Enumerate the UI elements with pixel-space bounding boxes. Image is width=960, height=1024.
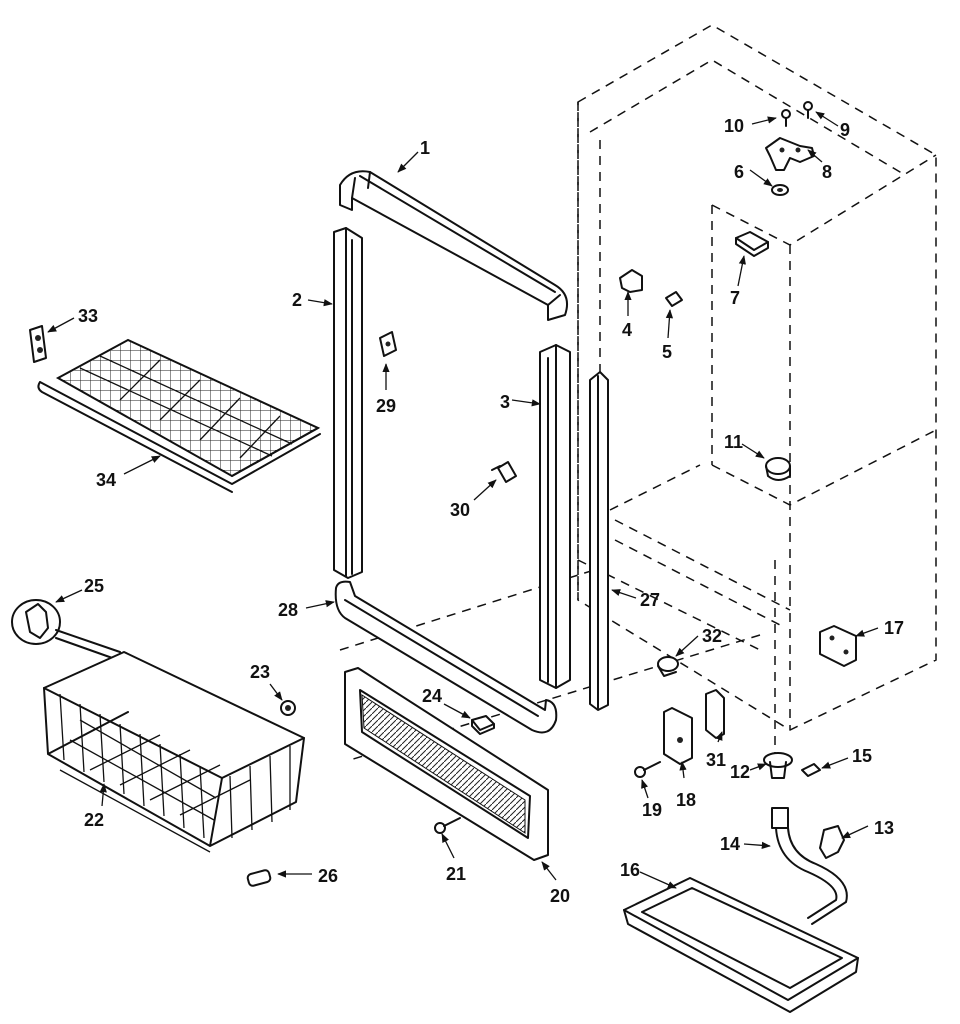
part-3-right-door-rail	[539, 344, 571, 689]
part-16-drain-pan	[623, 877, 859, 1013]
part-4-bracket	[619, 269, 643, 293]
label-part-16: 16	[620, 860, 640, 880]
part-20-kick-panel	[344, 667, 549, 861]
part-10-screw	[781, 109, 791, 127]
part-34-wire-shelf	[37, 338, 321, 493]
part-29-clip	[379, 331, 397, 357]
label-part-15: 15	[852, 746, 872, 766]
label-part-33: 33	[78, 306, 98, 326]
label-part-9: 9	[840, 120, 850, 140]
part-1-top-door-rail	[339, 170, 568, 321]
label-part-24: 24	[422, 686, 442, 706]
label-part-14: 14	[720, 834, 740, 854]
part-15-screw	[801, 763, 821, 777]
part-14-drain-tube	[771, 807, 848, 925]
part-19-screw	[634, 761, 661, 778]
label-part-26: 26	[318, 866, 338, 886]
label-part-25: 25	[84, 576, 104, 596]
part-21-screw	[434, 817, 461, 834]
part-23-fastener	[280, 700, 296, 716]
part-5-screw	[665, 291, 683, 307]
label-part-34: 34	[96, 470, 116, 490]
label-part-5: 5	[662, 342, 672, 362]
label-part-2: 2	[292, 290, 302, 310]
part-11-plug	[765, 457, 791, 481]
label-part-19: 19	[642, 800, 662, 820]
part-22-wire-basket	[43, 651, 305, 853]
part-28-bottom-door-rail	[334, 580, 558, 734]
label-part-8: 8	[822, 162, 832, 182]
part-6-washer	[771, 184, 789, 196]
part-27-gasket-strip	[589, 371, 609, 711]
label-part-4: 4	[622, 320, 632, 340]
label-part-30: 30	[450, 500, 470, 520]
part-25-basket-stop-inset	[11, 599, 121, 661]
label-part-13: 13	[874, 818, 894, 838]
label-part-32: 32	[702, 626, 722, 646]
label-part-17: 17	[884, 618, 904, 638]
label-part-31: 31	[706, 750, 726, 770]
part-30-bumper	[491, 461, 517, 483]
label-part-10: 10	[724, 116, 744, 136]
part-31-bracket	[705, 689, 725, 739]
label-part-28: 28	[278, 600, 298, 620]
part-26-clip	[246, 869, 272, 887]
label-part-27: 27	[640, 590, 660, 610]
part-13-clip	[819, 825, 845, 859]
part-17-bracket	[819, 625, 857, 667]
label-part-29: 29	[376, 396, 396, 416]
part-32-clamp	[657, 656, 679, 677]
part-18-bracket	[663, 707, 693, 765]
label-part-18: 18	[676, 790, 696, 810]
leader-lines	[47, 111, 879, 889]
label-part-1: 1	[420, 138, 430, 158]
label-part-12: 12	[730, 762, 750, 782]
part-2-left-door-rail	[333, 227, 363, 579]
part-24-pad	[471, 715, 495, 735]
part-12-drain-fitting	[763, 752, 793, 779]
label-part-11: 11	[724, 432, 743, 452]
part-33-shelf-bracket	[29, 325, 47, 363]
part-7-bracket	[735, 231, 769, 257]
label-part-22: 22	[84, 810, 104, 830]
label-part-20: 20	[550, 886, 570, 906]
label-part-7: 7	[730, 288, 740, 308]
part-8-hinge	[765, 137, 815, 171]
part-labels: 1 2 3 4 5 6 7 8 9 10 11 12 13 14 15 16 1…	[78, 116, 904, 906]
part-9-screw	[803, 101, 813, 119]
label-part-21: 21	[446, 864, 466, 884]
label-part-23: 23	[250, 662, 270, 682]
label-part-3: 3	[500, 392, 510, 412]
label-part-6: 6	[734, 162, 744, 182]
